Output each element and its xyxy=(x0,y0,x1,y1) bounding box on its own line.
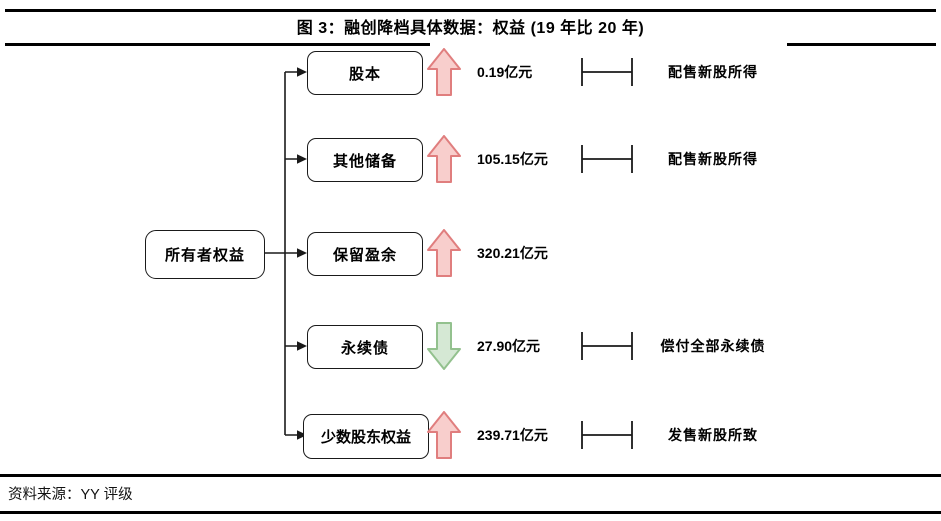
node-share-capital: 股本 xyxy=(307,51,423,95)
up-arrow-icon xyxy=(427,229,461,277)
branch-lines xyxy=(263,71,298,436)
row-note: 配售新股所得 xyxy=(668,64,758,80)
node-label: 少数股东权益 xyxy=(320,429,411,446)
ibeam-connector-icon xyxy=(581,58,633,86)
node-other-reserves: 其他储备 xyxy=(307,138,423,182)
node-label: 保留盈余 xyxy=(332,246,397,264)
figure-title: 图 3：融创降档具体数据：权益 (19 年比 20 年) xyxy=(296,20,645,37)
node-label: 永续债 xyxy=(340,339,389,357)
source-note: 资料来源：YY 评级 xyxy=(8,487,133,503)
title-underline-right xyxy=(787,43,936,46)
node-retained-earnings: 保留盈余 xyxy=(307,232,423,276)
up-arrow-icon xyxy=(427,411,461,459)
ibeam-connector-icon xyxy=(581,332,633,360)
footer-top-rule xyxy=(0,474,941,477)
root-node-label: 所有者权益 xyxy=(164,247,245,264)
row-note: 偿付全部永续债 xyxy=(660,338,766,354)
title-underline-left xyxy=(5,43,430,46)
down-arrow-icon xyxy=(427,322,461,370)
row-value: 27.90亿元 xyxy=(477,338,541,354)
row-value: 0.19亿元 xyxy=(477,64,533,80)
footer-bottom-rule xyxy=(0,511,941,514)
row-note: 发售新股所致 xyxy=(668,427,758,443)
up-arrow-icon xyxy=(427,48,461,96)
root-node-owner-equity: 所有者权益 xyxy=(145,230,265,279)
node-label: 股本 xyxy=(348,65,381,83)
up-arrow-icon xyxy=(427,135,461,183)
ibeam-connector-icon xyxy=(581,145,633,173)
node-perpetual-bonds: 永续债 xyxy=(307,325,423,369)
row-value: 105.15亿元 xyxy=(477,151,548,167)
ibeam-connector-icon xyxy=(581,421,633,449)
row-note: 配售新股所得 xyxy=(668,151,758,167)
row-value: 239.71亿元 xyxy=(477,427,548,443)
arrowhead-icon xyxy=(297,67,307,440)
row-value: 320.21亿元 xyxy=(477,245,548,261)
top-rule xyxy=(5,9,936,12)
node-label: 其他储备 xyxy=(332,152,397,170)
node-minority-interest: 少数股东权益 xyxy=(303,414,429,459)
